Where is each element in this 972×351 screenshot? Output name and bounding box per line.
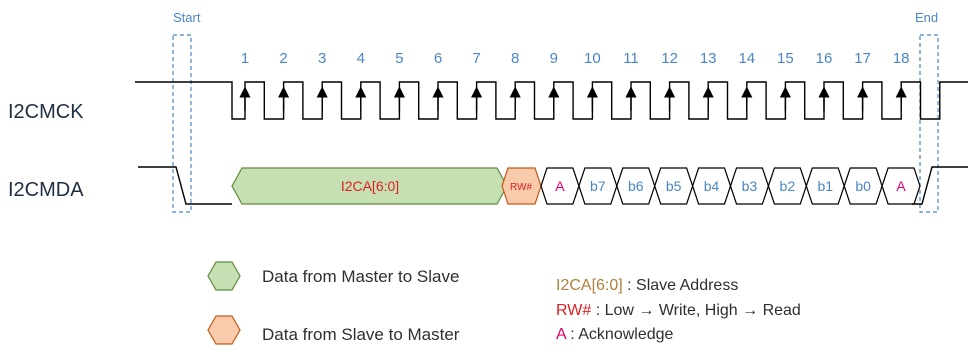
- note-address-desc: : Slave Address: [623, 277, 739, 294]
- note-ack-key: A: [556, 326, 567, 343]
- data-line-start: [138, 166, 232, 205]
- legend-slave-to-master-label: Data from Slave to Master: [262, 325, 460, 344]
- data-line-stop: [912, 166, 968, 205]
- data-bit-segment-label: b7: [590, 178, 606, 194]
- note-address: I2CA[6:0] : Slave Address: [556, 277, 738, 294]
- note-ack: A : Acknowledge: [556, 326, 674, 343]
- clock-signal-label: I2CMCK: [8, 101, 84, 123]
- clock-cycle-number: 2: [279, 50, 287, 67]
- clock-cycle-number: 5: [395, 50, 403, 67]
- data-signal-label: I2CMDA: [8, 179, 84, 201]
- data-bit-segment-label: b0: [855, 178, 871, 194]
- clock-cycle-number: 1: [241, 50, 249, 67]
- clock-cycle-number: 7: [472, 50, 480, 67]
- address-segment-label: I2CA[6:0]: [341, 178, 399, 194]
- clock-cycle-number: 11: [623, 50, 639, 67]
- data-bit-segment-label: b6: [628, 178, 644, 194]
- ack-segment-label: A: [555, 178, 565, 194]
- ack-segment-label: A: [896, 178, 906, 194]
- clock-cycle-number: 6: [434, 50, 442, 67]
- legend-slave-to-master-swatch: [207, 315, 241, 345]
- clock-cycle-number: 8: [511, 50, 519, 67]
- legend-master-to-slave-label: Data from Master to Slave: [262, 267, 459, 286]
- clock-cycle-number: 17: [854, 50, 871, 67]
- data-bit-segment-label: b5: [666, 178, 682, 194]
- clock-cycle-number: 4: [357, 50, 365, 67]
- clock-cycle-number: 13: [700, 50, 717, 67]
- end-marker-box: [919, 34, 939, 213]
- clock-waveform: [135, 81, 968, 120]
- note-rw-key: RW#: [556, 302, 591, 319]
- clock-rising-edge-arrows: [239, 86, 907, 111]
- ack-segment: [881, 167, 921, 205]
- clock-cycle-number: 12: [661, 50, 678, 67]
- clock-cycle-number: 15: [777, 50, 794, 67]
- clock-cycle-number: 16: [816, 50, 833, 67]
- note-ack-desc: : Acknowledge: [566, 326, 674, 343]
- start-label: Start: [173, 10, 201, 25]
- clock-cycle-number: 18: [893, 50, 910, 67]
- start-marker-box: [172, 34, 192, 213]
- data-bit-segment-label: b4: [704, 178, 720, 194]
- clock-cycle-number: 9: [550, 50, 558, 67]
- note-rw: RW# : Low → Write, High → Read: [556, 302, 801, 319]
- data-bit-segment-label: b1: [817, 178, 833, 194]
- data-bit-segment-label: b2: [780, 178, 796, 194]
- data-bit-segment-label: b3: [742, 178, 758, 194]
- note-rw-desc: : Low → Write, High → Read: [591, 302, 801, 319]
- legend-master-to-slave-swatch: [207, 261, 241, 291]
- end-label: End: [915, 10, 938, 25]
- note-address-key: I2CA[6:0]: [556, 277, 623, 294]
- rw-segment-label: RW#: [510, 182, 532, 193]
- clock-cycle-number: 14: [738, 50, 755, 67]
- clock-cycle-number: 3: [318, 50, 326, 67]
- clock-cycle-number: 10: [584, 50, 601, 67]
